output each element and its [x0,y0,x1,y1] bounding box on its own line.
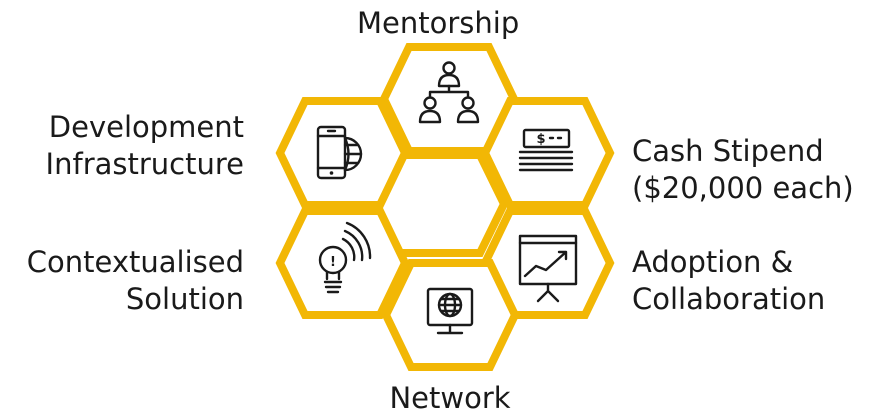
hex-contextualised: ! [275,207,410,319]
exclamation-glyph: ! [330,255,336,270]
label-adoption: Adoption & Collaboration [632,245,826,316]
label-mentorship: Mentorship [357,6,520,40]
dollar-sign-glyph: $ [536,132,545,147]
presentation-chart-icon [518,234,578,303]
hex-development [275,97,410,209]
label-development: Development Infrastructure [45,110,244,181]
contextualised-hexagon [275,207,410,319]
label-contextualised: Contextualised Solution [26,245,244,316]
lightbulb-signal-icon: ! [318,221,372,294]
globe-monitor-icon [426,287,474,335]
org-chart-icon [418,61,480,124]
hex-mentorship [379,43,519,155]
phone-globe-icon [316,125,363,180]
hex-cash-stipend: $ [480,97,615,209]
cash-stack-icon: $ [518,128,574,172]
label-network: Network [389,381,511,415]
development-hexagon [275,97,410,209]
hex-network [381,259,520,371]
label-cash-stipend: Cash Stipend ($20,000 each) [632,134,854,205]
